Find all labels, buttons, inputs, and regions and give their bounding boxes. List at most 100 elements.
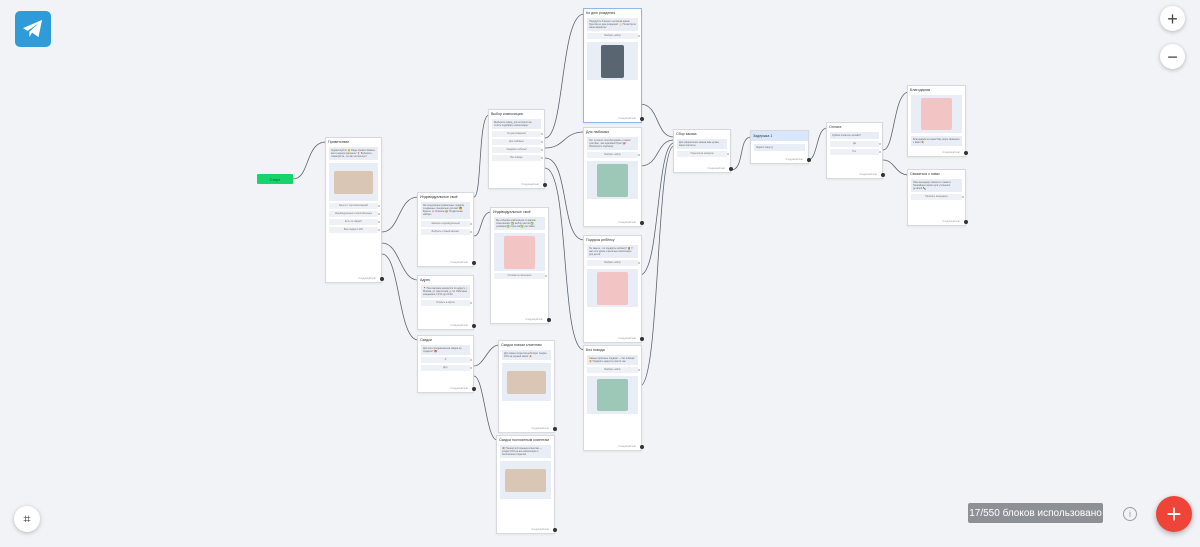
block-button[interactable]: Открыть в картах xyxy=(421,300,472,307)
block-button[interactable]: Отправить пожелания xyxy=(494,273,547,280)
block-button[interactable]: Поделиться номером xyxy=(677,151,729,158)
block-message: 📍 Наш магазин находится по адресу: г. Мо… xyxy=(421,285,470,299)
block-message: Удобно оплатить онлайн? xyxy=(830,132,879,140)
next-step-label: Следующий шаг xyxy=(707,168,726,170)
block-message: Для кого предназначена скидка на подарок… xyxy=(421,345,470,356)
next-step-label: Следующий шаг xyxy=(531,529,550,531)
block-message: Нет лучшего способа сказать о своих чувс… xyxy=(587,137,638,151)
output-port[interactable] xyxy=(543,183,547,187)
output-port[interactable] xyxy=(553,427,557,431)
add-block-button[interactable]: + xyxy=(1156,496,1192,532)
block-button[interactable]: Нет xyxy=(830,149,881,156)
block-message: Здравствуйте! 😊 Рады приветствовать вас … xyxy=(329,147,378,161)
block-button[interactable]: Выбрать набор xyxy=(587,260,640,267)
output-port[interactable] xyxy=(380,277,384,281)
block-button[interactable]: Есть ли скидки? xyxy=(329,219,380,226)
block-image xyxy=(502,363,551,402)
block-button[interactable]: Свадьба и юбилей xyxy=(492,147,543,154)
block-message: Самые приятные подарки — без повода! 🌼 П… xyxy=(587,355,638,366)
output-port[interactable] xyxy=(547,318,551,322)
grid-toggle-button[interactable]: ⌗ xyxy=(14,506,40,532)
next-step-label: Следующий шаг xyxy=(859,174,878,176)
block-title: Связаться с нами xyxy=(910,172,940,176)
block-button[interactable]: Букеты с персонализацией xyxy=(329,203,380,210)
block-title: Без повода xyxy=(586,348,605,352)
block-button[interactable]: Выбрать набор xyxy=(587,152,640,159)
block-title: Приветствие xyxy=(328,140,350,144)
output-port[interactable] xyxy=(640,117,644,121)
block-message: Наш менеджер свяжется с вами в ближайшее… xyxy=(911,179,962,193)
block-title: Благодарим xyxy=(910,88,931,92)
block-button[interactable]: Без повода xyxy=(492,155,543,162)
output-port[interactable] xyxy=(640,221,644,225)
block-card-regular[interactable]: Скидка постоянным клиентам 💐 Нашим постоя… xyxy=(496,435,557,534)
block-title: Задержка 1 xyxy=(751,131,808,141)
output-port[interactable] xyxy=(881,173,885,177)
block-image xyxy=(587,269,638,308)
block-button[interactable]: Выбрать набор xyxy=(587,367,640,374)
next-step-label: Следующий шаг xyxy=(785,159,804,161)
block-button[interactable]: Заказать индивидуальный xyxy=(421,220,472,227)
block-message: Благодарим за заказ! Мы скоро свяжемся с… xyxy=(911,136,962,147)
block-title: Для любимых xyxy=(586,130,610,134)
block-image xyxy=(587,376,638,415)
block-title: Скидка новым клиентам xyxy=(501,343,542,347)
block-card-address[interactable]: Адрес📍 Наш магазин находится по адресу: … xyxy=(417,275,476,330)
block-message: Выберите повод, для которого вы хотите п… xyxy=(492,119,541,130)
block-button[interactable]: Для любимых xyxy=(492,139,543,146)
start-block[interactable]: Старт xyxy=(257,174,293,184)
output-port[interactable] xyxy=(640,445,644,449)
block-button[interactable]: Выбрать набор xyxy=(587,33,640,40)
next-step-label: Следующий шаг xyxy=(618,118,637,120)
zoom-out-button[interactable]: − xyxy=(1160,44,1185,69)
output-port[interactable] xyxy=(729,167,733,171)
block-message: Для новых клиентов действует скидка 10% … xyxy=(502,350,551,361)
next-step-label: Следующий шаг xyxy=(942,221,961,223)
block-button[interactable]: Я xyxy=(421,357,472,364)
output-port[interactable] xyxy=(964,220,968,224)
block-button[interactable]: Ко дню рождения xyxy=(492,131,543,138)
block-button[interactable]: Выбрать готовый вариант xyxy=(421,228,472,235)
info-icon[interactable]: i xyxy=(1123,507,1137,521)
output-port[interactable] xyxy=(472,261,476,265)
output-port[interactable] xyxy=(640,337,644,341)
block-button[interactable]: Друг xyxy=(421,365,472,372)
block-title: Скидка постоянным клиентам xyxy=(499,438,550,442)
block-title: Подарок ребёнку xyxy=(586,238,615,242)
block-button[interactable]: Да xyxy=(830,141,881,148)
block-message: 💐 Нашим постоянным клиентам — скидка 15%… xyxy=(500,445,551,459)
output-port[interactable] xyxy=(472,324,476,328)
output-port[interactable] xyxy=(472,387,476,391)
block-title: Индивидуальные своё xyxy=(420,195,458,199)
output-port[interactable] xyxy=(807,158,811,162)
block-button[interactable]: Индивидуальные и заготовленные xyxy=(329,211,380,218)
block-title: Сбор заказа xyxy=(676,132,697,136)
output-port[interactable] xyxy=(553,528,557,532)
blocks-usage-badge: 17/550 блоков использовано xyxy=(968,503,1103,523)
block-image xyxy=(587,161,638,200)
zoom-in-button[interactable]: + xyxy=(1160,6,1185,31)
block-image xyxy=(494,233,545,272)
block-message: Мы соберём композицию по вашим пожелания… xyxy=(494,217,545,231)
next-step-label: Следующий шаг xyxy=(618,222,637,224)
telegram-logo[interactable] xyxy=(15,11,51,47)
block-button[interactable]: Написать менеджеру xyxy=(911,194,964,201)
block-button[interactable]: Ваш подарок 10% xyxy=(329,227,380,234)
output-port[interactable] xyxy=(964,151,968,155)
block-image xyxy=(500,461,551,500)
